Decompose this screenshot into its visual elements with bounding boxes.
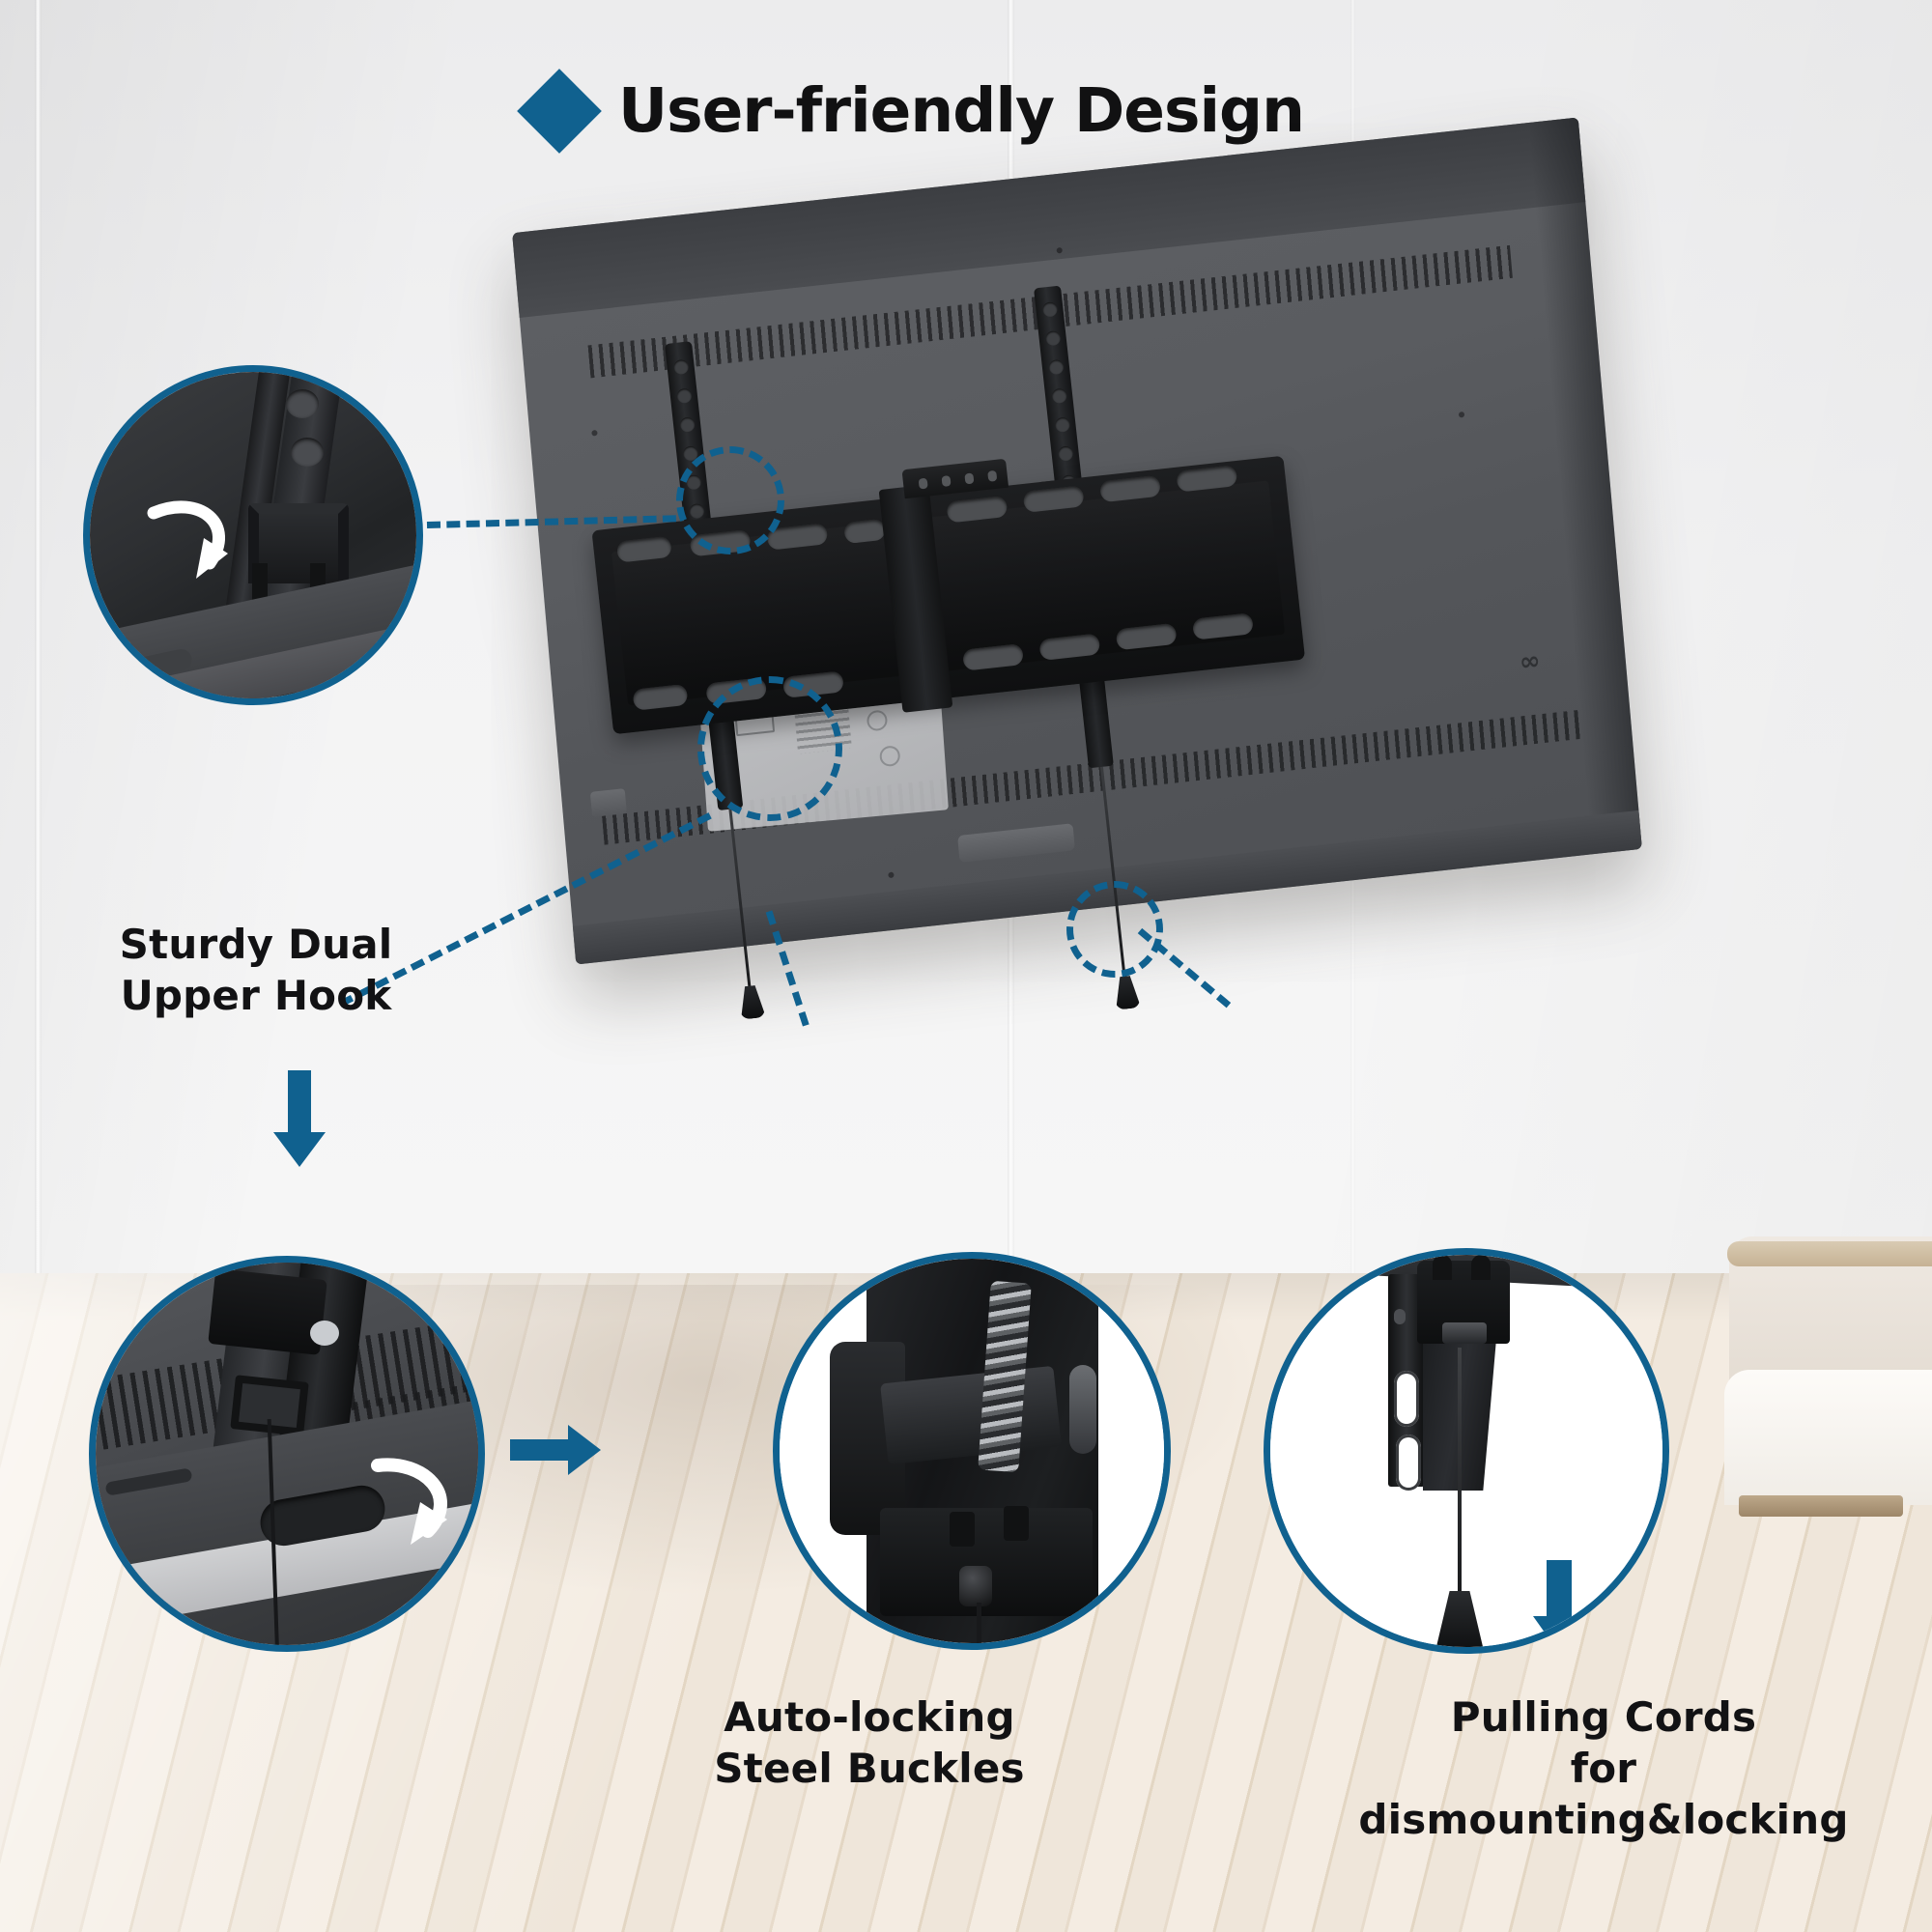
sofa-seat-cushion bbox=[1724, 1370, 1932, 1505]
pulling-cord-detail bbox=[1270, 1255, 1662, 1647]
cord-bracket-bolt bbox=[1442, 1322, 1487, 1344]
detail-hole bbox=[291, 438, 324, 467]
page-title-row: User-friendly Design bbox=[517, 68, 1305, 154]
callout-label-upper-hook: Sturdy Dual Upper Hook bbox=[119, 921, 393, 1019]
tv-brand-logo: ∞ bbox=[1518, 646, 1538, 678]
steel-buckle-detail bbox=[780, 1259, 1164, 1643]
callout-steel-buckles bbox=[773, 1252, 1171, 1650]
arrow-down-icon-head bbox=[1533, 1616, 1585, 1647]
pull-cord bbox=[1458, 1348, 1462, 1599]
cord-bracket-slot bbox=[1396, 1435, 1421, 1491]
buckle-cord-anchor bbox=[959, 1566, 992, 1606]
detail-clamp bbox=[208, 1268, 327, 1355]
callout-label-steel-buckles: Auto-locking Steel Buckles bbox=[714, 1693, 1025, 1792]
callout-pulling-cords bbox=[1264, 1248, 1669, 1654]
arrow-down-icon-shaft bbox=[1547, 1560, 1572, 1618]
right-cord-marker bbox=[1066, 881, 1163, 978]
tv-wall-mount-assembly bbox=[573, 280, 1355, 839]
lower-lock-marker bbox=[697, 676, 842, 821]
page-title: User-friendly Design bbox=[618, 75, 1305, 146]
sofa-leg bbox=[1739, 1495, 1903, 1517]
detail-bolt-icon bbox=[310, 1321, 339, 1346]
callout-label-pulling-cords: Pulling Cords for dismounting&locking bbox=[1358, 1693, 1849, 1843]
callout-upper-hook bbox=[83, 365, 423, 705]
buckle-tab bbox=[1004, 1506, 1029, 1541]
upper-hook-detail bbox=[90, 372, 416, 698]
lower-lock-detail bbox=[96, 1263, 478, 1645]
diamond-bullet-icon bbox=[517, 68, 602, 154]
wall-seam bbox=[35, 0, 42, 1314]
detail-hole bbox=[286, 389, 319, 418]
cord-bracket-prong bbox=[1471, 1255, 1491, 1280]
pull-cord-knob bbox=[1435, 1591, 1485, 1647]
upper-hook-marker bbox=[676, 446, 784, 554]
sofa-wood-rail bbox=[1727, 1241, 1932, 1266]
curved-lock-arrow-icon bbox=[371, 1458, 447, 1545]
buckle-side-pin bbox=[1069, 1365, 1096, 1454]
cord-bracket-slot bbox=[1394, 1371, 1419, 1427]
buckle-tab bbox=[950, 1512, 975, 1547]
buckle-cord bbox=[977, 1603, 981, 1643]
mount-slot bbox=[632, 683, 689, 711]
cord-bracket-prong bbox=[1433, 1255, 1452, 1280]
cord-bracket-hole bbox=[1394, 1309, 1406, 1324]
callout-lower-lock bbox=[89, 1256, 485, 1652]
curved-hook-arrow-icon bbox=[147, 500, 228, 579]
